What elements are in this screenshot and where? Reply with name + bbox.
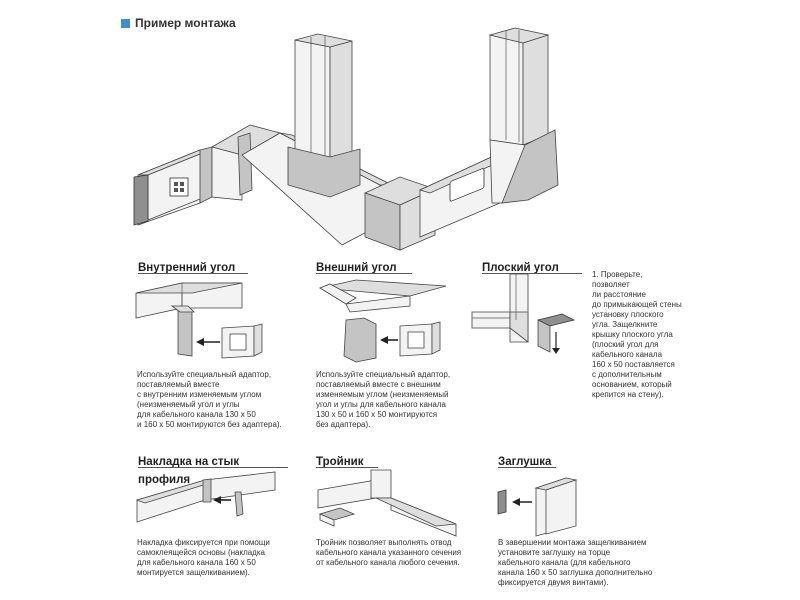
section-inner-corner: Внутренний угол bbox=[138, 258, 248, 276]
section-divider bbox=[316, 467, 378, 468]
joint-cover-illustration bbox=[135, 471, 276, 523]
double-socket-icon bbox=[449, 168, 485, 202]
section-flat-corner: Плоский угол bbox=[482, 258, 582, 276]
arrow-icon bbox=[552, 348, 560, 354]
section-title: Накладка на стык профиля bbox=[138, 456, 240, 486]
outer-corner-illustration bbox=[319, 279, 447, 363]
section-end-cap: Заглушка bbox=[498, 452, 556, 470]
outer-corner-caption: Используйте специальный адаптор, поставл… bbox=[316, 370, 451, 429]
end-cap-caption: В завершении монтажа защелкиванием устан… bbox=[498, 538, 653, 587]
flat-corner-caption: 1. Проверьте, позволяет ли расстояние до… bbox=[592, 270, 682, 399]
page-header: Пример монтажа bbox=[121, 14, 236, 30]
socket-icon bbox=[169, 177, 189, 197]
section-outer-corner: Внешний угол bbox=[316, 258, 412, 276]
section-title: Внешний угол bbox=[316, 262, 397, 274]
header-bullet-icon bbox=[121, 19, 130, 28]
end-cap-illustration bbox=[497, 477, 578, 537]
inner-corner-caption: Используйте специальный адаптор, поставл… bbox=[137, 370, 282, 429]
inner-corner-illustration bbox=[135, 282, 263, 359]
section-title: Внутренний угол bbox=[138, 262, 236, 274]
section-title: Заглушка bbox=[498, 456, 552, 468]
section-tee: Тройник bbox=[316, 452, 378, 470]
section-divider bbox=[138, 467, 288, 468]
section-divider bbox=[138, 273, 248, 274]
section-divider bbox=[316, 273, 412, 274]
flat-corner-illustration bbox=[471, 273, 576, 354]
joint-cover-caption: Накладка фиксируется при помощи самоклея… bbox=[137, 538, 270, 577]
section-title: Плоский угол bbox=[482, 262, 559, 274]
section-title: Тройник bbox=[316, 456, 364, 468]
page-title: Пример монтажа bbox=[135, 16, 236, 30]
assembly-illustration bbox=[133, 27, 559, 251]
tee-illustration bbox=[317, 469, 457, 537]
tee-caption: Тройник позволяет выполнять отвод кабель… bbox=[316, 538, 462, 567]
section-joint-cover: Накладка на стык профиля bbox=[138, 452, 288, 486]
section-divider bbox=[482, 273, 582, 274]
section-divider bbox=[498, 467, 556, 468]
